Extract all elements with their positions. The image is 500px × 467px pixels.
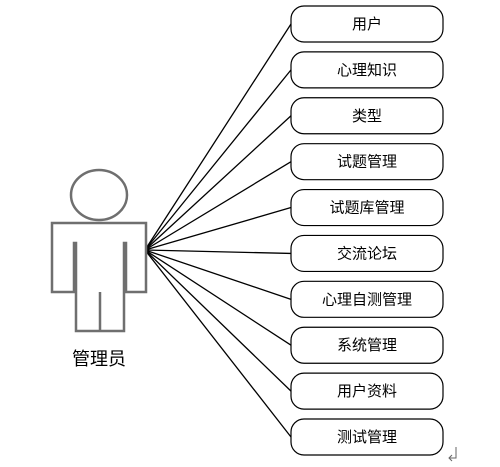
association-line	[144, 161, 292, 251]
association-line	[144, 69, 292, 251]
use-case-box	[290, 418, 444, 456]
use-case-item: 心理自测管理	[290, 280, 444, 318]
association-line	[144, 249, 292, 300]
actor-figure: 管理员	[50, 168, 148, 370]
use-case-label: 交流论坛	[337, 244, 397, 262]
use-case-box	[290, 326, 444, 364]
use-case-item: 类型	[290, 97, 444, 135]
use-case-label: 测试管理	[337, 428, 397, 446]
use-case-item: 心理知识	[290, 51, 444, 89]
use-case-item: 试题管理	[290, 143, 444, 181]
use-case-item: 试题库管理	[290, 188, 444, 227]
use-case-label: 试题管理	[337, 153, 397, 171]
use-case-label: 类型	[352, 107, 382, 125]
use-case-label: 心理知识	[337, 61, 397, 79]
association-lines	[144, 23, 292, 438]
use-case-box	[290, 51, 444, 89]
paragraph-mark-icon	[448, 447, 457, 462]
association-line	[144, 249, 292, 392]
use-case-label: 用户资料	[337, 382, 397, 400]
association-line	[144, 249, 292, 255]
association-line	[144, 249, 292, 438]
use-case-item: 测试管理	[290, 418, 444, 456]
use-case-item: 交流论坛	[290, 234, 444, 273]
use-case-box	[290, 280, 444, 318]
use-case-label: 系统管理	[337, 336, 397, 354]
use-case-item: 用户资料	[290, 372, 444, 410]
use-case-item: 用户	[290, 5, 444, 43]
actor-head-icon	[69, 168, 129, 222]
actor-body-icon	[50, 221, 148, 333]
use-case-box	[290, 5, 444, 43]
use-case-box	[290, 188, 444, 227]
use-case-box	[290, 97, 444, 135]
use-case-label: 心理自测管理	[322, 290, 412, 308]
use-case-box	[290, 372, 444, 410]
use-case-label: 试题库管理	[329, 199, 404, 217]
association-line	[144, 115, 292, 251]
use-case-label: 用户	[352, 15, 382, 33]
use-case-item: 系统管理	[290, 326, 444, 364]
use-case-box	[290, 143, 444, 181]
association-line	[144, 23, 292, 251]
association-line	[144, 249, 292, 346]
use-case-box	[290, 234, 444, 273]
association-line	[144, 206, 292, 251]
actor-name: 管理员	[72, 349, 126, 370]
